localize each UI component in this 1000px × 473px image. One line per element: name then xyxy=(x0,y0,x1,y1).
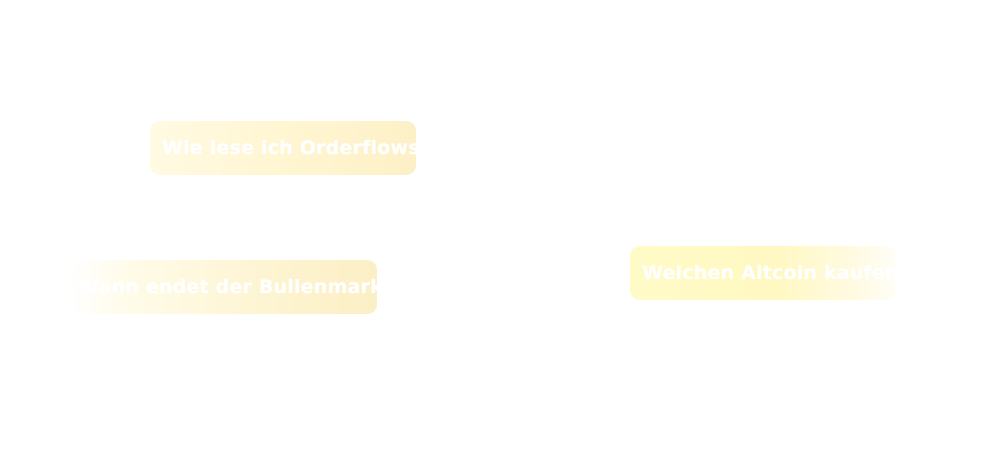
suggestion-chip-orderflows[interactable]: Wie lese ich Orderflows? xyxy=(150,121,431,175)
suggestion-chip-label: Wann endet der Bullenmarkt? xyxy=(78,276,404,298)
suggestion-chip-bullenmarkt[interactable]: Wann endet der Bullenmarkt? xyxy=(68,260,403,314)
suggestion-chip-altcoin[interactable]: Welchen Altcoin kaufen? xyxy=(630,246,910,300)
suggestion-chip-label: Wie lese ich Orderflows? xyxy=(162,137,431,159)
suggestion-chip-label: Welchen Altcoin kaufen? xyxy=(642,262,911,284)
